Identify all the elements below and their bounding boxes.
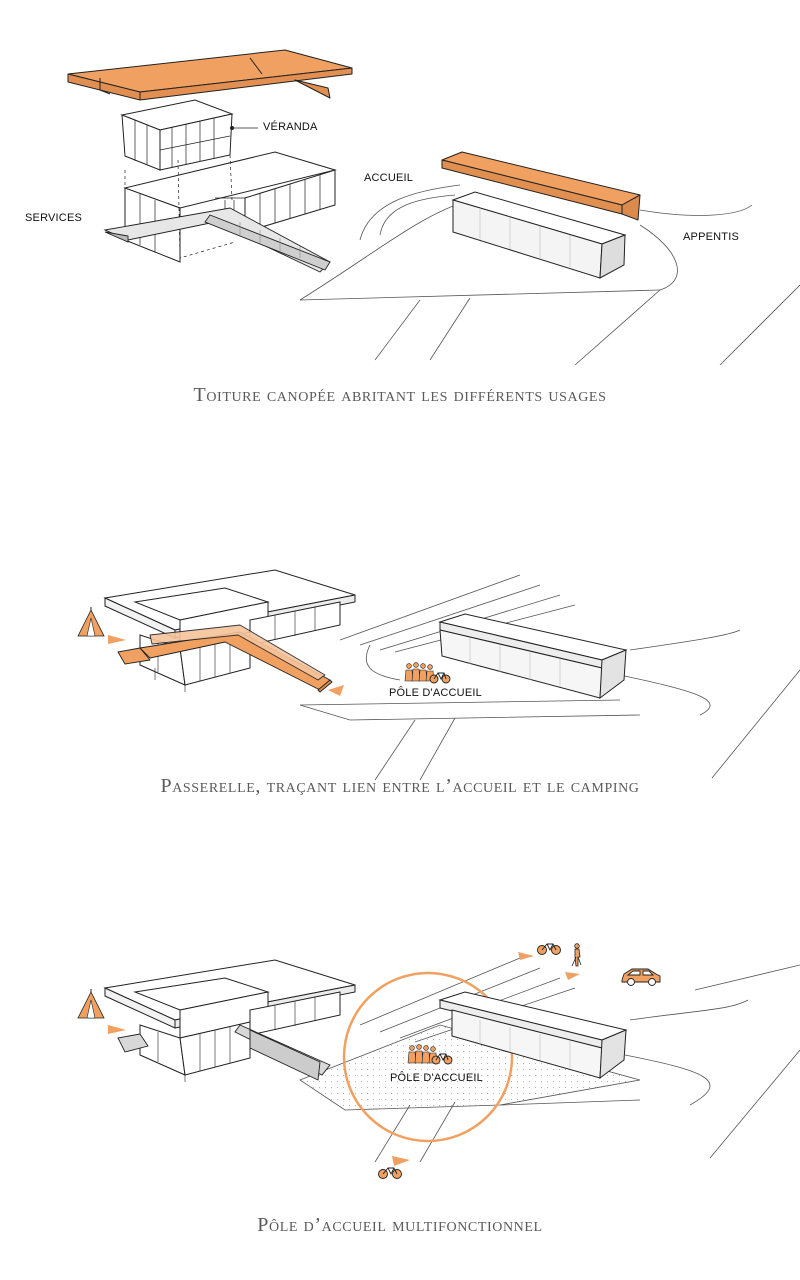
direction-arrows [108, 635, 344, 696]
walkway-passerelle [103, 207, 331, 273]
site-ground-lines [299, 574, 800, 781]
site-ground-lines [299, 184, 800, 366]
car-icon [621, 968, 661, 986]
panel-exploded-axonometry: VÉRANDA ACCUEIL SERVICES APPENTIS Toitur… [0, 0, 800, 420]
people-group-icon [407, 1044, 438, 1064]
appentis-label: APPENTIS [683, 231, 740, 243]
bicycle-icon [429, 672, 451, 684]
panel-pole-accueil: PÔLE D'ACCUEIL Pôle d’accueil multifonct… [0, 930, 800, 1250]
pole-accueil-circle [342, 971, 514, 1143]
pole-accueil-axonometry-drawing [77, 943, 800, 1179]
tent-icon [77, 607, 105, 637]
passerelle-axonometry-drawing [77, 569, 800, 781]
walkway-passerelle [117, 1024, 331, 1081]
veranda-label: VÉRANDA [263, 121, 318, 133]
pedestrian-icon [571, 943, 582, 967]
appentis-block [438, 613, 628, 700]
bicycle-icon [537, 943, 561, 955]
roof-canopy [67, 49, 353, 101]
appentis-roof [441, 151, 641, 221]
walkway-passerelle [117, 624, 333, 693]
direction-arrows [108, 952, 580, 1166]
bicycle-icon [431, 1053, 453, 1065]
pole-accueil-label: PÔLE D'ACCUEIL [389, 687, 482, 699]
pole-accueil-label: PÔLE D'ACCUEIL [390, 1072, 483, 1084]
appentis-block [438, 991, 628, 1080]
caption-roof-canopy: Toiture canopée abritant les différents … [193, 384, 607, 406]
panel-passerelle: PÔLE D'ACCUEIL Passerelle, traçant lien … [0, 540, 800, 810]
tent-icon [77, 989, 105, 1019]
exploded-axonometry-drawing [67, 49, 800, 366]
bicycle-icon [378, 1167, 402, 1179]
people-group-icon [404, 662, 435, 682]
veranda-box [120, 99, 258, 171]
main-building [103, 959, 356, 1082]
accueil-label: ACCUEIL [364, 172, 414, 184]
caption-passerelle: Passerelle, traçant lien entre l’accueil… [160, 775, 640, 797]
appentis-block [451, 191, 627, 279]
services-label: SERVICES [25, 212, 83, 224]
caption-pole-accueil: Pôle d’accueil multifonctionnel [257, 1214, 543, 1236]
